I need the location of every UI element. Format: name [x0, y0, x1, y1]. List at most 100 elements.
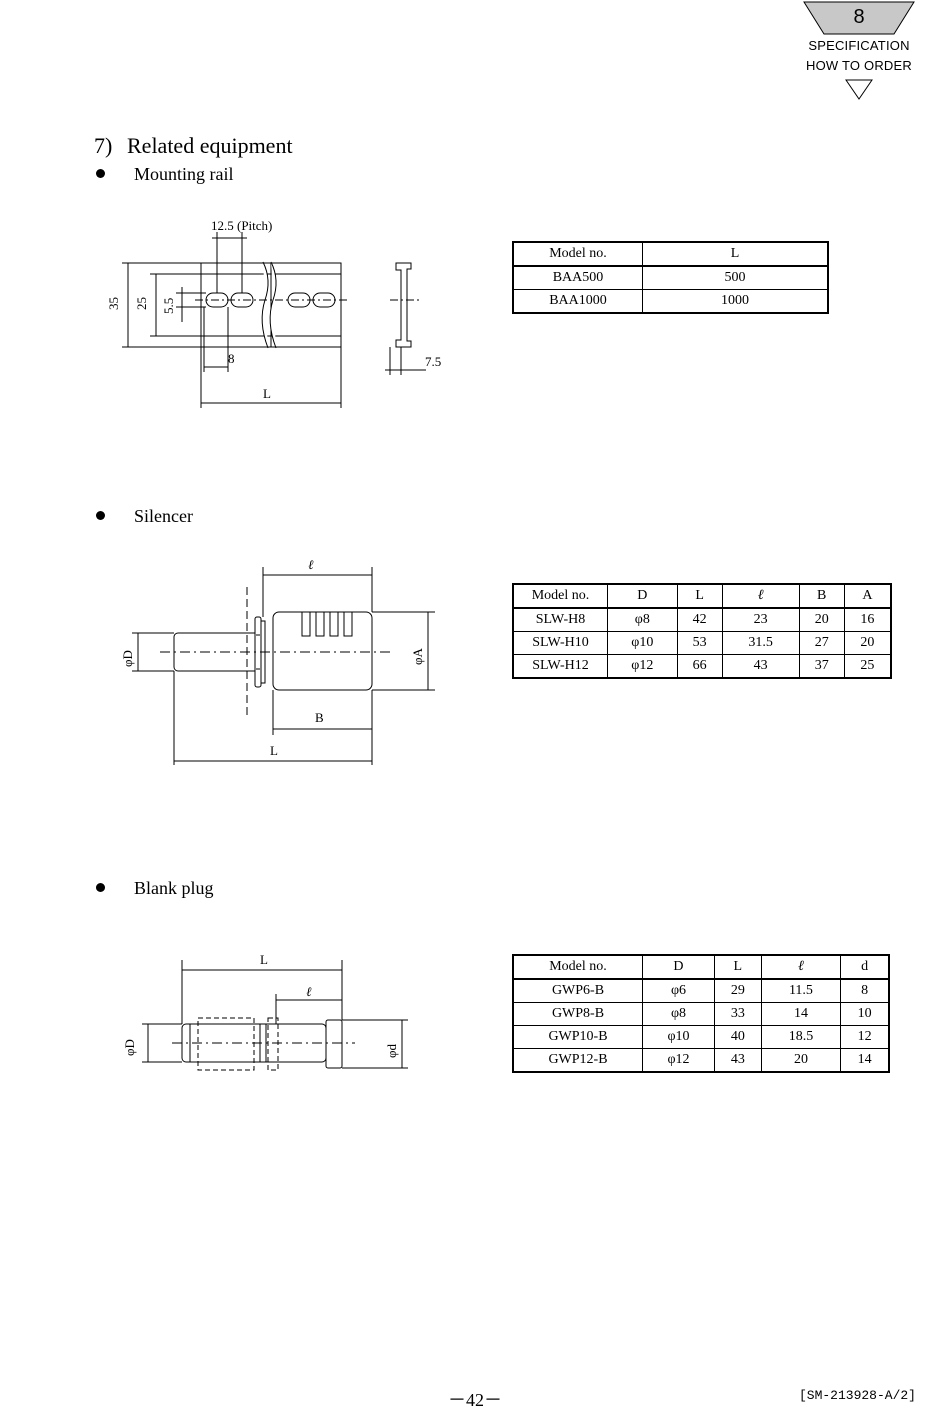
table-row: GWP8-B φ8 33 14 10 [512, 1002, 891, 1026]
table-cell: 12 [840, 1025, 891, 1049]
table-cell: φ12 [607, 654, 678, 679]
dim-l-label: L [260, 952, 268, 967]
dim-5-5-label: 5.5 [161, 298, 176, 314]
table-cell: 10 [840, 1002, 891, 1026]
blank-plug-heading: Blank plug [134, 878, 214, 898]
table-header-cell: D [607, 583, 678, 609]
table-cell: BAA1000 [512, 289, 643, 314]
table-row: GWP10-B φ10 40 18.5 12 [512, 1025, 891, 1049]
bullet [96, 169, 105, 178]
table-cell: 500 [642, 265, 829, 290]
table-header-cell: ℓ [760, 954, 842, 980]
section-badge [800, 0, 918, 104]
badge-line2: HOW TO ORDER [806, 58, 912, 73]
table-cell: GWP10-B [512, 1025, 643, 1049]
dim-25-label: 25 [134, 297, 149, 310]
table-row: SLW-H12 φ12 66 43 37 25 [512, 654, 892, 679]
table-cell: 25 [843, 654, 892, 679]
table-header-row: Model no. L [512, 241, 829, 267]
table-cell: 23 [721, 607, 800, 632]
table-cell: φ12 [642, 1048, 715, 1073]
table-cell: 33 [713, 1002, 762, 1026]
table-cell: GWP6-B [512, 978, 643, 1003]
table-cell: 20 [843, 631, 892, 655]
dim-phid-label: φD [122, 1039, 137, 1056]
dim-l-label: L [263, 386, 271, 401]
table-row: BAA1000 1000 [512, 289, 829, 314]
badge-line1: SPECIFICATION [808, 38, 910, 53]
table-row: BAA500 500 [512, 265, 829, 290]
document-code: [SM-213928-A/2] [798, 1388, 916, 1403]
table-header-cell: d [840, 954, 891, 980]
table-header-row: Model no. D L ℓ d [512, 954, 891, 980]
dim-8-label: 8 [228, 351, 235, 366]
table-cell: 43 [713, 1048, 762, 1073]
table-cell: SLW-H12 [512, 654, 608, 679]
table-cell: GWP8-B [512, 1002, 643, 1026]
table-header-cell: Model no. [512, 954, 643, 980]
dim-phid-label: φD [120, 650, 135, 667]
dim-pitch-label: 12.5 (Pitch) [211, 218, 272, 233]
table-cell: 53 [676, 631, 723, 655]
table-cell: 37 [798, 654, 845, 679]
dim-ell-label: ℓ [306, 984, 312, 999]
table-row: GWP6-B φ6 29 11.5 8 [512, 978, 891, 1003]
table-cell: 31.5 [721, 631, 800, 655]
badge-number: 8 [853, 6, 865, 28]
table-cell: 11.5 [760, 978, 842, 1003]
dim-7-5-label: 7.5 [425, 354, 441, 369]
table-cell: 42 [676, 607, 723, 632]
mounting-rail-drawing: 12.5 (Pitch) 35 25 5.5 8 L 7.5 [106, 218, 441, 408]
table-header-row: Model no. D L ℓ B A [512, 583, 892, 609]
table-cell: SLW-H8 [512, 607, 608, 632]
table-header-cell: Model no. [512, 583, 608, 609]
dim-phi-small-d-label: φd [384, 1043, 399, 1058]
table-cell: 20 [798, 607, 845, 632]
blank-plug-drawing: L ℓ φD φd [122, 952, 408, 1071]
table-header-cell: L [676, 583, 723, 609]
table-cell: 29 [713, 978, 762, 1003]
silencer-drawing: ℓ φD φA B L [120, 557, 435, 765]
table-cell: 20 [760, 1048, 842, 1073]
dim-ell-label: ℓ [308, 557, 314, 572]
blank-plug-table: Model no. D L ℓ d GWP6-B φ6 29 11.5 8 GW… [512, 954, 891, 1073]
table-cell: BAA500 [512, 265, 643, 290]
table-cell: φ10 [642, 1025, 715, 1049]
dim-b-label: B [315, 710, 324, 725]
mounting-rail-heading: Mounting rail [134, 164, 234, 184]
dim-35-label: 35 [106, 297, 121, 310]
silencer-table: Model no. D L ℓ B A SLW-H8 φ8 42 23 20 1… [512, 583, 892, 679]
table-header-cell: L [642, 241, 829, 267]
table-cell: GWP12-B [512, 1048, 643, 1073]
table-row: SLW-H10 φ10 53 31.5 27 20 [512, 631, 892, 655]
table-cell: φ8 [607, 607, 678, 632]
table-header-cell: Model no. [512, 241, 643, 267]
dim-l-label: L [270, 743, 278, 758]
table-cell: 40 [713, 1025, 762, 1049]
mounting-rail-table: Model no. L BAA500 500 BAA1000 1000 [512, 241, 829, 314]
table-row: SLW-H8 φ8 42 23 20 16 [512, 607, 892, 632]
table-cell: 14 [840, 1048, 891, 1073]
table-header-cell: B [798, 583, 845, 609]
table-cell: φ8 [642, 1002, 715, 1026]
table-cell: φ6 [642, 978, 715, 1003]
table-cell: 66 [676, 654, 723, 679]
table-cell: 43 [721, 654, 800, 679]
badge-shape [803, 1, 915, 100]
silencer-heading: Silencer [134, 506, 193, 526]
table-cell: 27 [798, 631, 845, 655]
table-cell: SLW-H10 [512, 631, 608, 655]
table-cell: φ10 [607, 631, 678, 655]
table-header-cell: A [843, 583, 892, 609]
table-header-cell: L [713, 954, 762, 980]
section-title: Related equipment [127, 133, 293, 158]
table-header-cell: D [642, 954, 715, 980]
section-number: 7) [94, 133, 113, 158]
page-number: －42－ [448, 1390, 502, 1410]
table-cell: 1000 [642, 289, 829, 314]
dim-phia-label: φA [410, 647, 425, 665]
table-header-cell: ℓ [721, 583, 800, 609]
bullet [96, 883, 105, 892]
table-cell: 8 [840, 978, 891, 1003]
table-cell: 14 [760, 1002, 842, 1026]
